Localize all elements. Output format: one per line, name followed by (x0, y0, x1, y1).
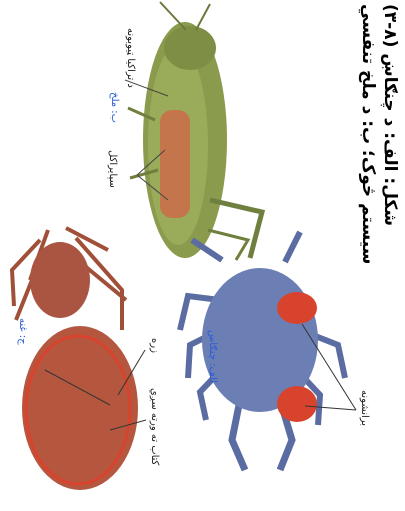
figure-caption-line1: (۳-۸) شکل: الف: د چنګاښ (380, 4, 400, 226)
spider-sublabel: ج: غنه (17, 318, 28, 345)
grasshopper-illustration (125, 2, 262, 260)
crab-gill-lower (277, 386, 317, 422)
grasshopper-spiracles-label: سپایراکل (107, 150, 118, 188)
crab-gill-upper (277, 292, 317, 324)
crab-gills-label: برانشونه (359, 390, 370, 426)
figure-caption-line2: سیستم څوک؛ ب: د ملخ تنفسي (358, 4, 378, 264)
crab-sublabel: الف: چنګاښ (207, 330, 218, 383)
grasshopper-trachea-label: د تراکیا ټیوبونه (125, 28, 136, 88)
spider-trachea-label: زره (149, 338, 160, 353)
grasshopper-trachea-network (160, 110, 190, 218)
spider-book-lungs-label: کتاب ته ورته سږي (149, 388, 160, 465)
grasshopper-sublabel: ب: ملخ (109, 92, 120, 123)
spider-illustration (12, 228, 146, 490)
